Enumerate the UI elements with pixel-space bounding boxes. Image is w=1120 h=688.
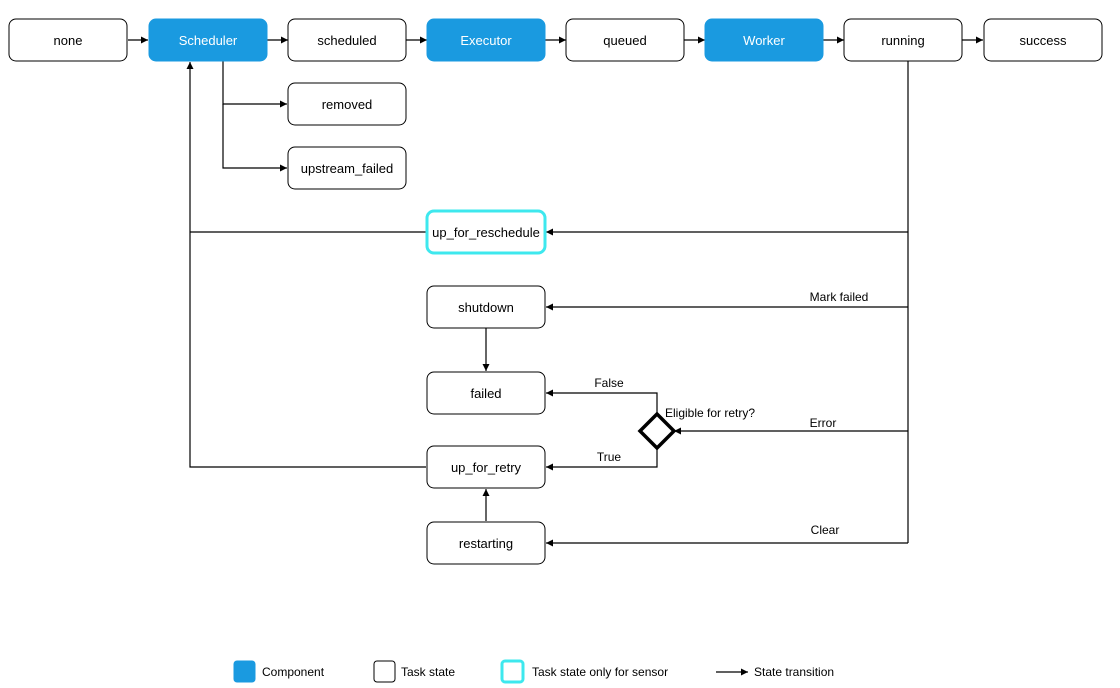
node-upstream-failed: upstream_failed <box>287 146 407 190</box>
decision-diamond <box>637 411 677 451</box>
node-queued-label: queued <box>603 33 646 48</box>
node-none: none <box>8 18 128 62</box>
node-failed: failed <box>426 371 546 415</box>
node-success: success <box>983 18 1103 62</box>
node-failed-label: failed <box>470 386 501 401</box>
decision-label: Eligible for retry? <box>665 406 755 420</box>
node-up-for-retry: up_for_retry <box>426 445 546 489</box>
node-removed: removed <box>287 82 407 126</box>
edge-retry-scheduler <box>186 62 426 468</box>
node-queued: queued <box>565 18 685 62</box>
node-scheduler: Scheduler <box>148 18 268 62</box>
legend-sensor-state-label: Task state only for sensor <box>532 665 668 679</box>
node-executor: Executor <box>426 18 546 62</box>
node-removed-label: removed <box>322 97 373 112</box>
node-up-for-retry-label: up_for_retry <box>451 460 522 475</box>
node-success-label: success <box>1020 33 1067 48</box>
legend-sensor-state: Task state only for sensor <box>500 659 668 684</box>
label-false: False <box>594 376 624 390</box>
node-running-label: running <box>881 33 924 48</box>
node-scheduler-label: Scheduler <box>179 33 238 48</box>
label-clear: Clear <box>811 523 840 537</box>
legend-component-label: Component <box>262 665 325 679</box>
edges <box>128 36 983 547</box>
node-worker-label: Worker <box>743 33 785 48</box>
node-shutdown-label: shutdown <box>458 300 514 315</box>
label-error: Error <box>810 416 837 430</box>
legend-component-swatch <box>233 660 256 683</box>
nodes: none Scheduler scheduled Executor queued… <box>8 18 1103 565</box>
legend-transition-label: State transition <box>754 665 834 679</box>
node-worker: Worker <box>704 18 824 62</box>
node-restarting: restarting <box>426 521 546 565</box>
node-executor-label: Executor <box>460 33 512 48</box>
edge-scheduler-upstream-failed <box>222 104 287 172</box>
label-true: True <box>597 450 622 464</box>
node-scheduled-label: scheduled <box>317 33 376 48</box>
legend-task-state-swatch <box>373 660 396 683</box>
edge-decision-up-for-retry <box>546 448 658 471</box>
node-up-for-reschedule: up_for_reschedule <box>425 209 547 255</box>
edge-labels: Mark failed Error Clear False True <box>594 290 868 537</box>
node-upstream-failed-label: upstream_failed <box>301 161 394 176</box>
decision-eligible-for-retry: Eligible for retry? <box>637 406 755 451</box>
legend-component: Component <box>233 660 325 683</box>
node-none-label: none <box>54 33 83 48</box>
node-shutdown: shutdown <box>426 285 546 329</box>
legend-transition: State transition <box>716 665 834 679</box>
node-scheduled: scheduled <box>287 18 407 62</box>
legend: Component Task state Task state only for… <box>233 659 834 684</box>
node-up-for-reschedule-label: up_for_reschedule <box>432 225 540 240</box>
node-restarting-label: restarting <box>459 536 513 551</box>
edge-decision-failed <box>546 389 658 414</box>
legend-task-state-label: Task state <box>401 665 455 679</box>
legend-task-state: Task state <box>373 660 455 683</box>
label-mark-failed: Mark failed <box>810 290 869 304</box>
edge-scheduler-removed <box>222 61 287 108</box>
node-running: running <box>843 18 963 62</box>
legend-sensor-state-swatch <box>500 659 525 684</box>
